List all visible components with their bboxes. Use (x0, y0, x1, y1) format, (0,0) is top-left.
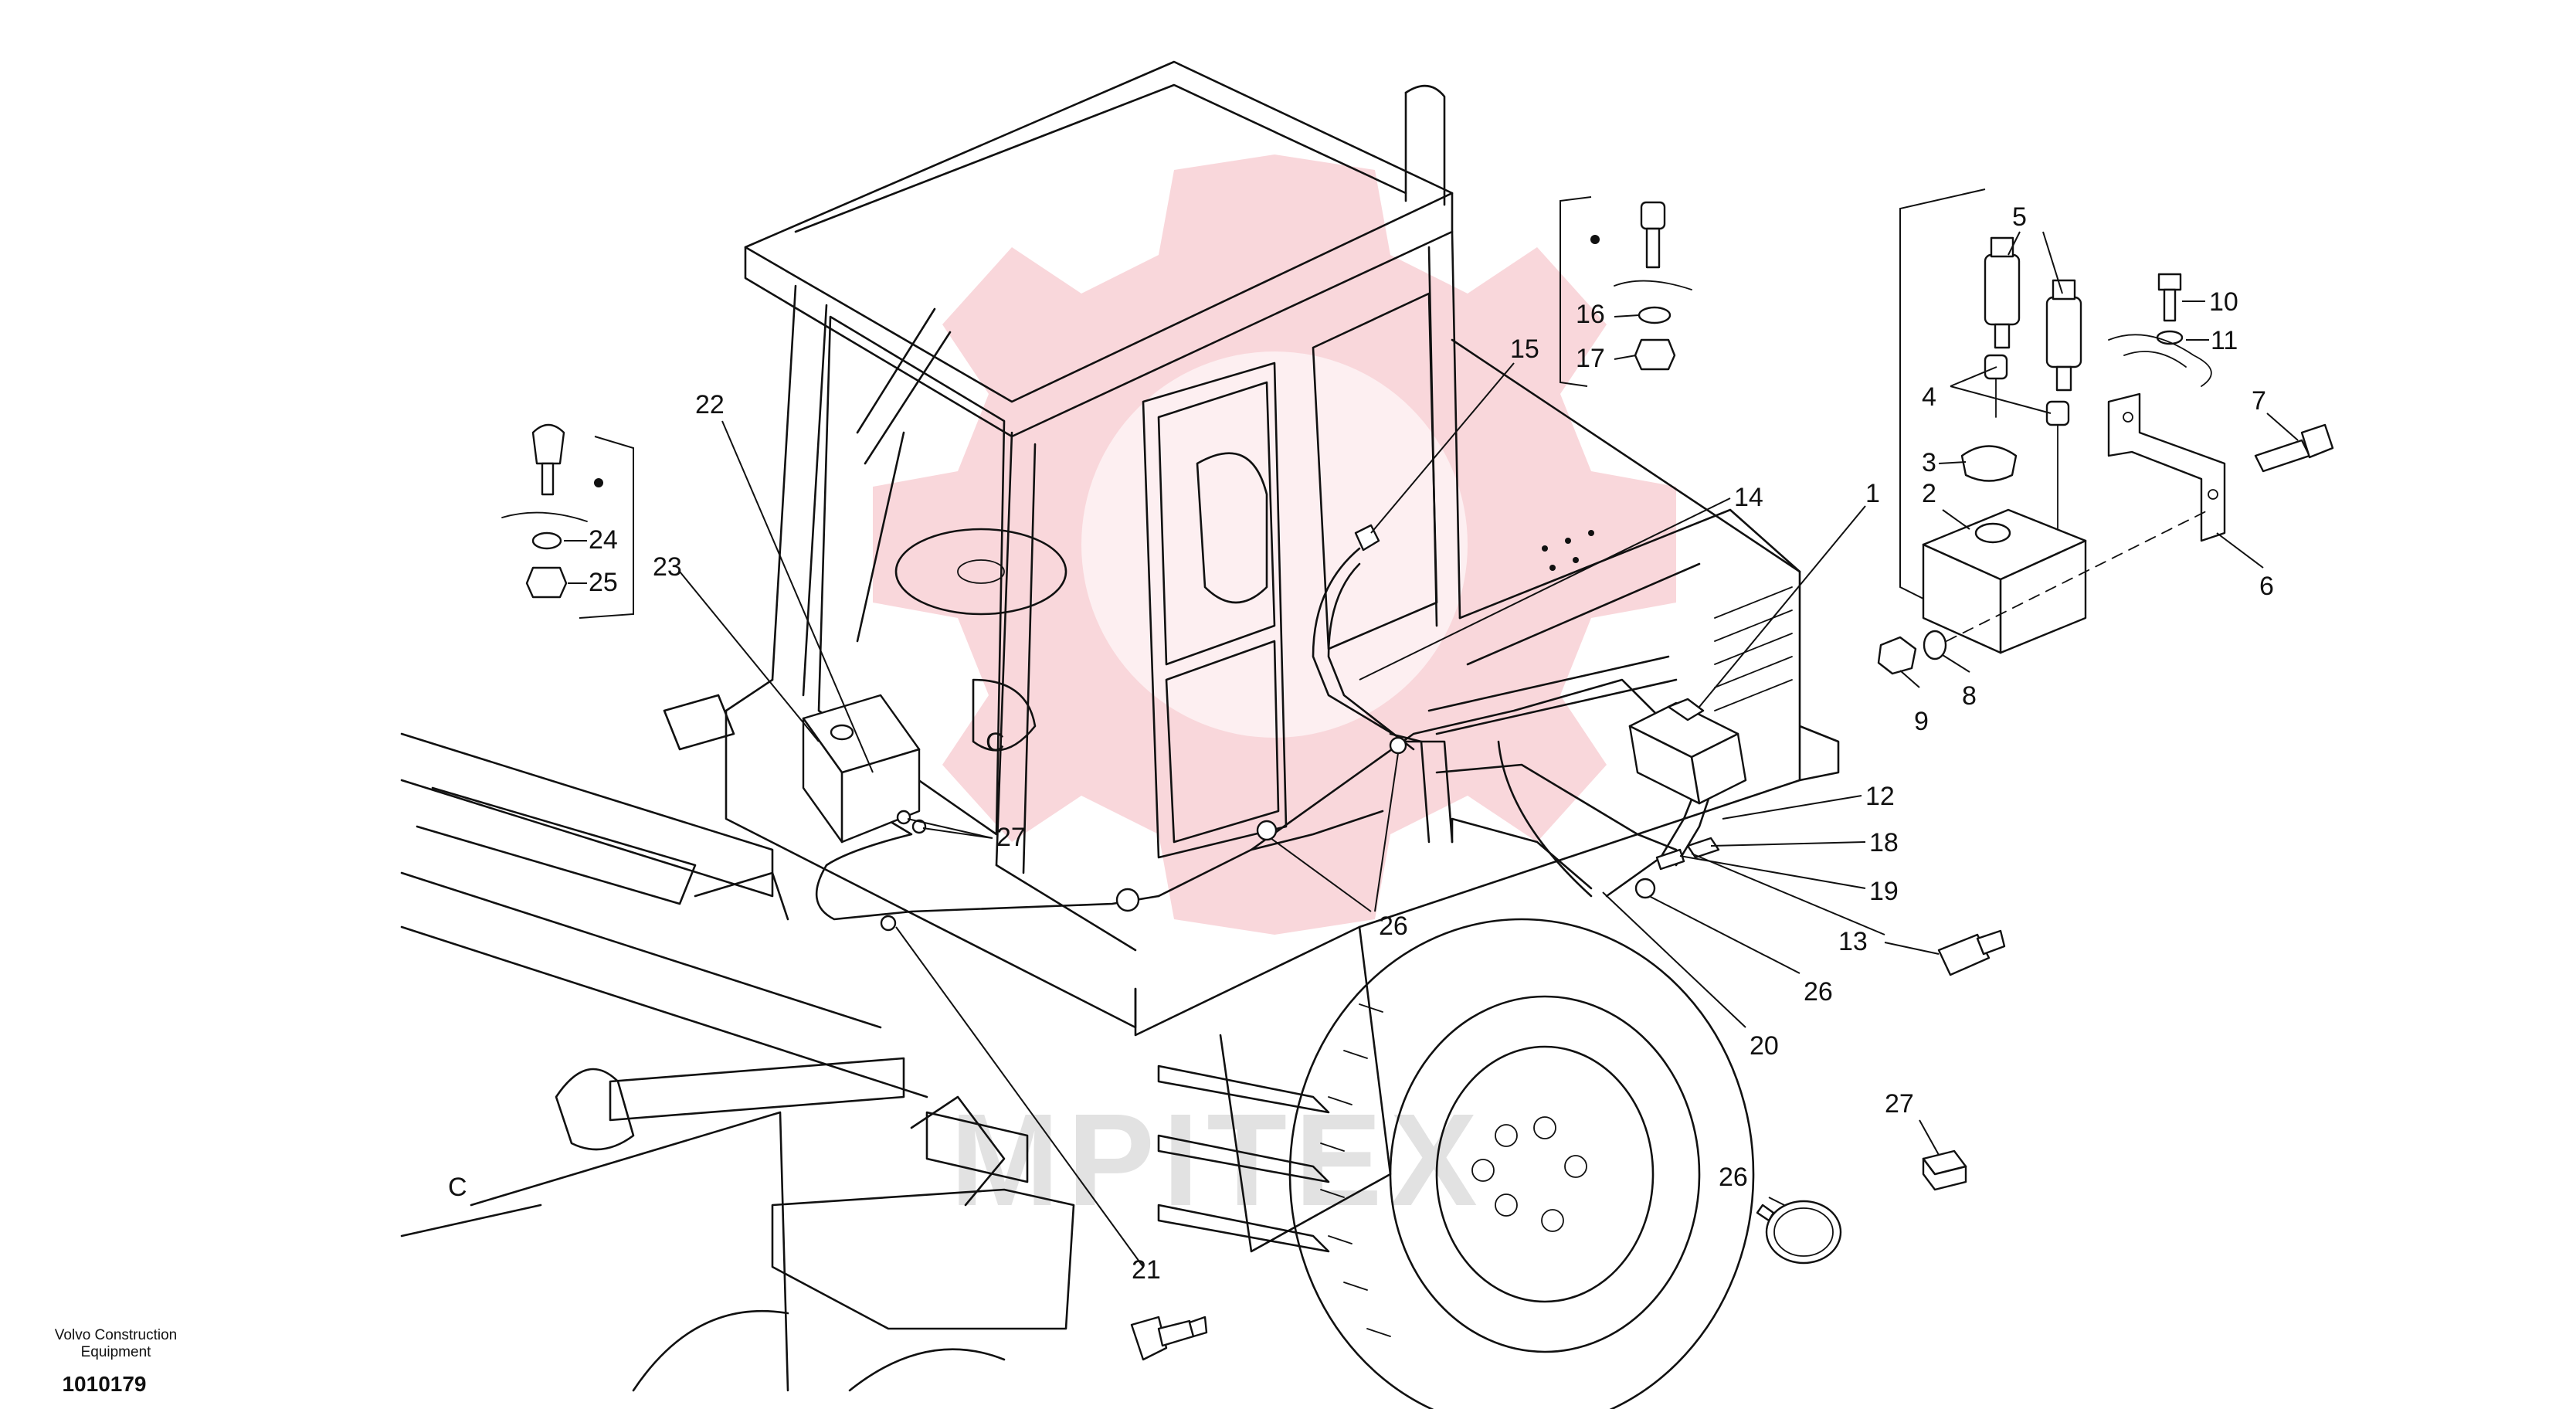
callout-labels: 1 2 3 4 5 6 7 8 9 10 11 12 13 14 15 16 1… (589, 202, 2274, 1285)
callout-26-b: 26 (1804, 977, 1833, 1007)
callout-18: 18 (1869, 828, 1899, 857)
callout-2: 2 (1922, 479, 1936, 508)
callout-13: 13 (1838, 927, 1868, 956)
callout-14: 14 (1734, 483, 1763, 512)
nozzle-23-exploded (531, 423, 565, 465)
callout-1: 1 (1865, 479, 1880, 508)
company-line-2: Equipment (80, 1344, 151, 1360)
callout-23: 23 (653, 552, 682, 582)
washer-8 (1923, 630, 1947, 660)
clamp-26-installed-a (1256, 820, 1278, 841)
callout-11: 11 (2211, 326, 2238, 355)
callout-6: 6 (2259, 572, 2274, 601)
figure-number: 1010179 (62, 1372, 147, 1396)
reservoir-tank-2 (1922, 508, 2087, 654)
clip-27 (1922, 1149, 1967, 1191)
loader-front-outline: C (400, 694, 1075, 1392)
connector-19-installed (1655, 848, 1685, 871)
callout-4: 4 (1922, 382, 1936, 412)
callout-12: 12 (1865, 782, 1895, 811)
callout-26-c: 26 (1719, 1163, 1748, 1192)
callout-9: 9 (1914, 707, 1929, 736)
front-reservoir-installed (802, 694, 921, 844)
rear-reservoir-installed (1628, 698, 1747, 805)
washer-hose-routing (815, 547, 1716, 921)
hose-clamp-26 (1756, 1200, 1842, 1265)
front-letter-c: C (448, 1173, 467, 1202)
bolt-10 (2157, 273, 2182, 291)
bolt-7 (2254, 439, 2311, 473)
washer-16 (1638, 306, 1672, 324)
mounting-bracket-6 (2107, 392, 2226, 542)
callout-25: 25 (589, 568, 618, 597)
watermark-logo (873, 154, 1676, 935)
washer-pump-5b (2045, 279, 2082, 392)
cab-letter-c: C (986, 728, 1005, 757)
callout-8: 8 (1962, 681, 1977, 711)
company-caption: Volvo Construction Equipment (23, 1327, 209, 1361)
clamp-26-installed-b (1389, 736, 1407, 755)
filler-cap-3 (1960, 445, 2018, 482)
rear-body-outline (1134, 338, 1840, 1253)
washer-pump-5a (1984, 236, 2021, 349)
connector-21-installed (880, 915, 897, 932)
washer-24 (531, 531, 562, 550)
callout-27-b: 27 (1885, 1089, 1914, 1119)
cab-outline: C (725, 60, 1461, 1029)
watermark-text: MPITEX (950, 1087, 1485, 1234)
leader-lines (564, 231, 2299, 1268)
clip-27-installed-b (896, 810, 911, 825)
callout-26-a: 26 (1379, 912, 1408, 941)
front-nozzle-group (501, 423, 634, 619)
callout-21: 21 (1132, 1255, 1161, 1285)
clip-27-installed-c (911, 819, 927, 834)
callout-19: 19 (1869, 877, 1899, 906)
callout-5: 5 (2012, 202, 2027, 232)
callout-20: 20 (1750, 1031, 1779, 1061)
connector-13 (1937, 929, 2006, 976)
callout-24: 24 (589, 525, 618, 555)
callout-3: 3 (1922, 448, 1936, 477)
callout-16: 16 (1576, 300, 1605, 329)
company-line-1: Volvo Construction (54, 1327, 178, 1343)
connector-21 (1130, 1316, 1208, 1361)
nut-17 (1634, 338, 1676, 371)
nozzle-15-exploded (1640, 201, 1666, 230)
callout-10: 10 (2209, 287, 2238, 317)
callout-17: 17 (1576, 344, 1605, 373)
callout-7: 7 (2252, 386, 2266, 416)
clamp-26-installed-c (1634, 878, 1656, 899)
callout-22: 22 (695, 390, 725, 419)
callout-27-a: 27 (996, 823, 1026, 852)
callout-15: 15 (1510, 334, 1539, 364)
rear-nozzle-group (1560, 196, 1692, 387)
rear-wheel (1288, 918, 1755, 1409)
clip-27-installed-a (1115, 888, 1140, 912)
nut-9 (1877, 636, 1917, 675)
nut-25 (525, 566, 568, 599)
